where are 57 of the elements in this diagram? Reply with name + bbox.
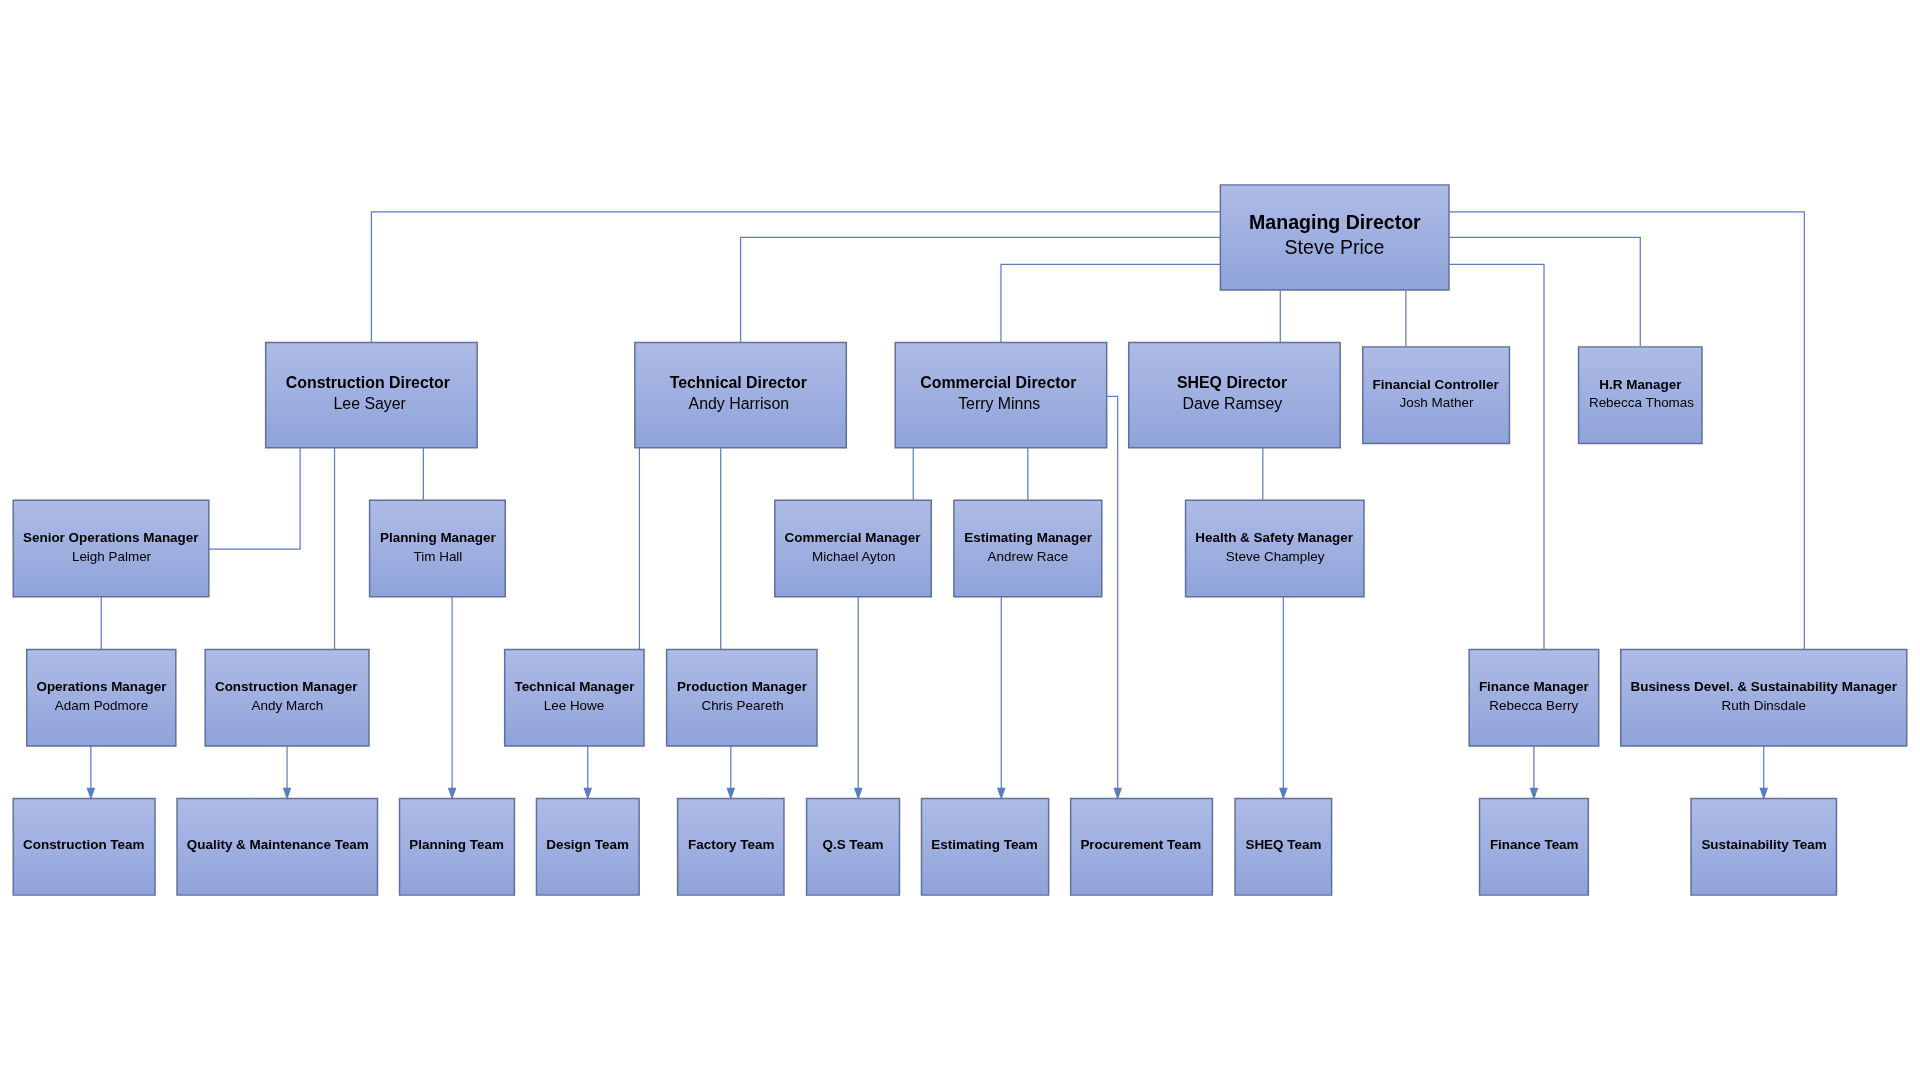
node-box: Finance Manager Rebecca Berry — [1468, 648, 1600, 747]
connector — [1448, 211, 1805, 650]
connector — [1279, 289, 1281, 343]
node-box: Construction Manager Andy March — [204, 648, 370, 747]
node-box: SHEQ Team — [1234, 797, 1333, 896]
node-box: Planning Manager Tim Hall — [368, 499, 506, 598]
arrow — [726, 745, 736, 800]
node-box: Operations Manager Adam Podmore — [25, 648, 177, 747]
node-box: Construction Director Lee Sayer — [264, 341, 478, 449]
node-box: Commercial Manager Michael Ayton — [774, 499, 932, 598]
node-box: H.R Manager Rebecca Thomas — [1577, 346, 1703, 445]
node-box: Procurement Team — [1069, 797, 1214, 896]
connector — [720, 447, 722, 650]
node-box: Health & Safety Manager Steve Champley — [1184, 499, 1365, 598]
node-box: Design Team — [535, 797, 640, 896]
node-box: Senior Operations Manager Leigh Palmer — [12, 499, 210, 598]
connector — [208, 447, 301, 550]
arrow — [447, 596, 457, 801]
arrow — [996, 596, 1006, 801]
node-box: Quality & Maintenance Team — [176, 797, 379, 896]
arrow — [1279, 596, 1288, 801]
node-box: Financial Controller Josh Mather — [1362, 346, 1511, 445]
arrow — [86, 745, 96, 800]
node-box: Technical Director Andy Harrison — [634, 341, 848, 449]
connector — [638, 447, 641, 650]
node-box: Q.S Team — [805, 797, 901, 896]
node-box: Factory Team — [676, 797, 785, 896]
connector — [912, 447, 914, 501]
node-box: Business Devel. & Sustainability Manager Ruth Dinsdale — [1619, 648, 1908, 747]
node-box: Sustainability Team — [1690, 797, 1838, 896]
node-box: SHEQ Director Dave Ramsey — [1127, 341, 1341, 449]
arrow — [583, 745, 593, 800]
node-box: Production Manager Chris Peareth — [665, 648, 818, 747]
connector — [1000, 263, 1221, 343]
connector — [1262, 447, 1264, 501]
connector — [370, 211, 1221, 343]
node-box: Estimating Manager Andrew Race — [953, 499, 1103, 598]
connector — [1448, 236, 1641, 348]
arrow — [1529, 745, 1539, 800]
connector — [1405, 289, 1407, 348]
node-box: Estimating Team — [920, 797, 1050, 896]
connector — [422, 447, 424, 501]
arrow — [282, 745, 292, 800]
connector — [1448, 263, 1545, 650]
connector — [333, 447, 336, 650]
node-box: Commercial Director Terry Minns — [894, 341, 1108, 449]
node-box: Construction Team — [12, 797, 156, 896]
arrow — [1106, 395, 1122, 801]
connector — [739, 236, 1221, 343]
arrow — [1759, 745, 1768, 800]
node-box: Technical Manager Lee Howe — [503, 648, 645, 747]
connector — [1027, 447, 1029, 501]
arrow — [853, 596, 863, 801]
connector — [100, 596, 102, 650]
node-box: Finance Team — [1478, 797, 1590, 896]
node-box: Planning Team — [398, 797, 516, 896]
node-box: Managing Director Steve Price — [1219, 184, 1450, 291]
